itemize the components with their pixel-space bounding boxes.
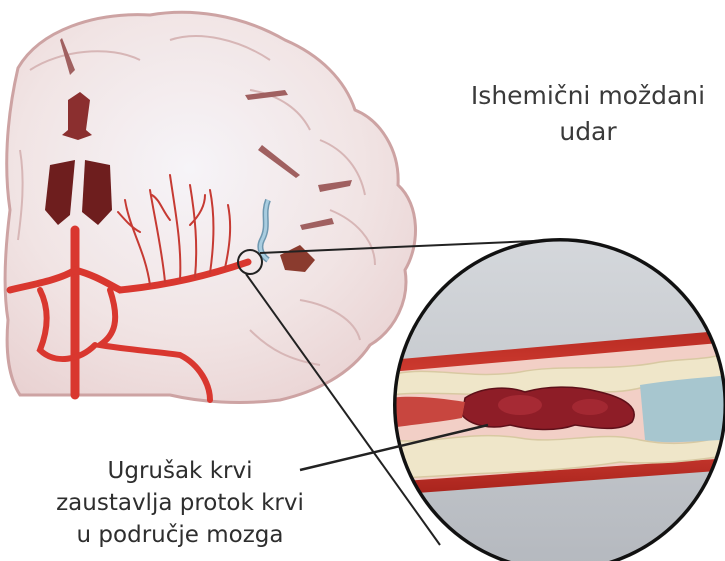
blood-clot xyxy=(462,387,634,429)
title-line-2: udar xyxy=(452,114,724,150)
caption-line-2: zaustavlja protok krvi xyxy=(10,487,350,519)
caption-line-3: u područje mozga xyxy=(10,519,350,551)
diagram-title: Ishemični moždani udar xyxy=(452,78,724,150)
brain-cross-section xyxy=(5,12,415,402)
magnified-vessel-lens xyxy=(390,235,725,561)
clot-caption: Ugrušak krvi zaustavlja protok krvi u po… xyxy=(10,455,350,551)
title-line-1: Ishemični moždani xyxy=(452,78,724,114)
caption-line-1: Ugrušak krvi xyxy=(10,455,350,487)
